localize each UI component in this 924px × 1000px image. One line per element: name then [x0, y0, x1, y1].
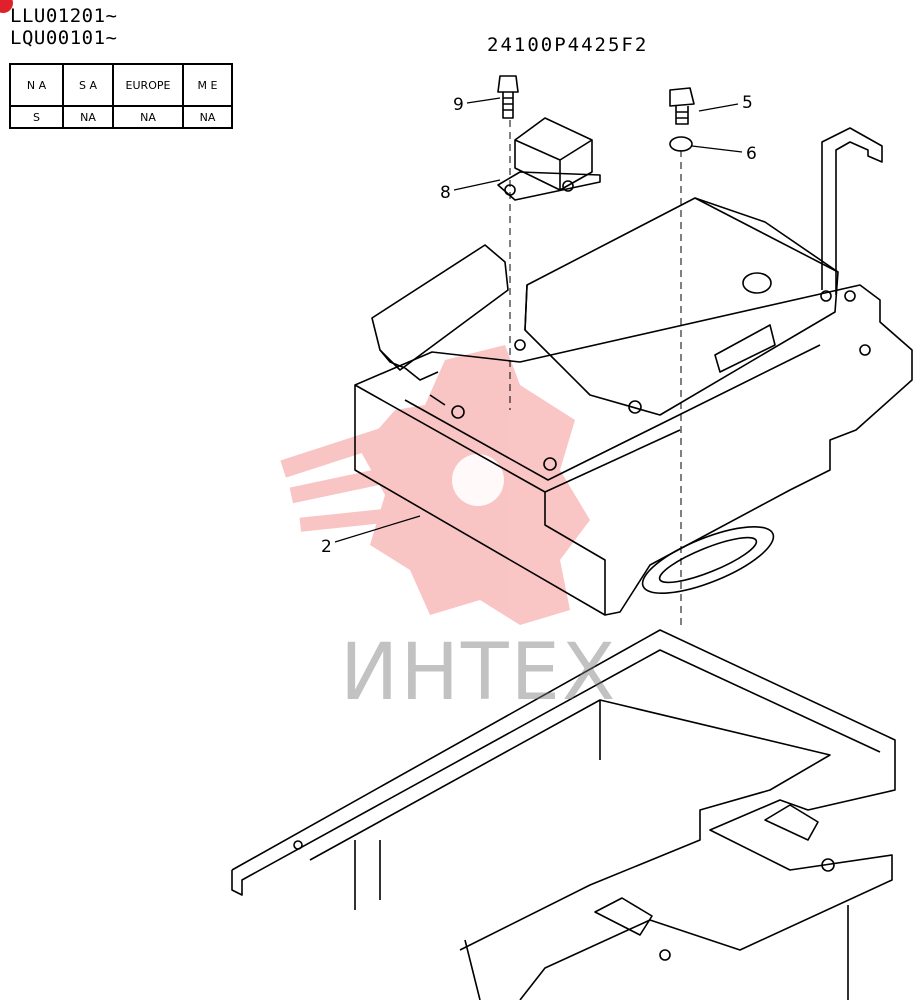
- red-marker: [0, 0, 13, 13]
- leader-lines: [334, 97, 743, 543]
- callout-part-8: 8: [440, 183, 451, 203]
- assembly-lines: [309, 120, 682, 861]
- drawing-number: 24100P4425F2: [487, 34, 649, 56]
- grommet: [641, 525, 775, 595]
- region-value-me: NA: [182, 105, 233, 129]
- watermark-emblem-center: [452, 454, 504, 506]
- callout-part-2: 2: [321, 537, 332, 557]
- bolt-part-9: [497, 75, 519, 119]
- frame-clip-right: [764, 804, 819, 841]
- region-header-na: N A: [9, 63, 64, 107]
- watermark-emblem: [280, 345, 590, 625]
- serial-range-1: LLU01201~: [10, 5, 118, 27]
- washer-part-6: [669, 136, 693, 152]
- frame-clip-bottom: [594, 897, 653, 936]
- region-header-europe: EUROPE: [112, 63, 184, 107]
- region-applicability-table: N A S A EUROPE M E S NA NA NA: [9, 63, 233, 129]
- callout-part-6: 6: [746, 144, 757, 164]
- callout-part-5: 5: [742, 93, 753, 113]
- relay: [497, 117, 601, 201]
- controller-box: [514, 197, 839, 416]
- watermark-text: ИHTEX: [340, 628, 618, 718]
- region-value-sa: NA: [62, 105, 114, 129]
- callout-part-9: 9: [453, 95, 464, 115]
- base-tray: [354, 284, 913, 616]
- bolt-part-5: [669, 87, 695, 125]
- lower-frame: [231, 629, 896, 1000]
- region-value-na: S: [9, 105, 64, 129]
- region-value-europe: NA: [112, 105, 184, 129]
- mounting-bracket: [821, 127, 883, 295]
- region-header-me: M E: [182, 63, 233, 107]
- region-header-sa: S A: [62, 63, 114, 107]
- serial-range-2: LQU00101~: [10, 27, 118, 49]
